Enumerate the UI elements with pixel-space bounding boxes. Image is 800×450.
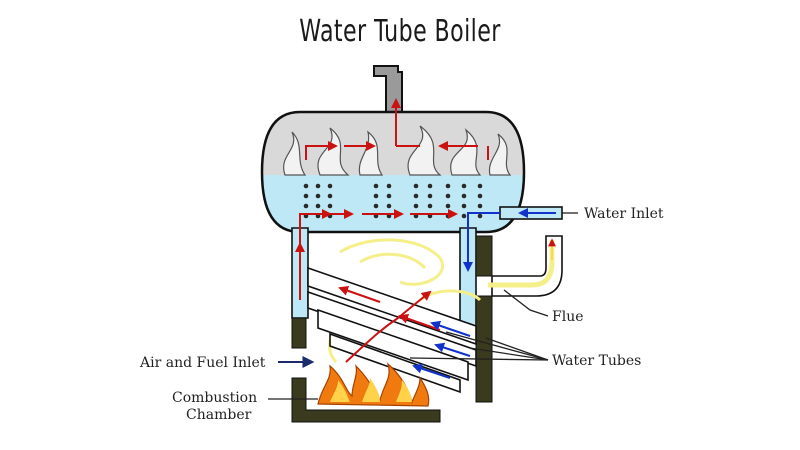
right-wall-upper <box>475 235 493 277</box>
hot-flow-arrows <box>295 98 489 363</box>
diagram-title: Water Tube Boiler <box>299 14 501 49</box>
leader-lines <box>268 212 578 400</box>
water-level <box>262 175 524 232</box>
air-fuel-inlet-label: Air and Fuel Inlet <box>139 355 266 371</box>
water-inlet-label: Water Inlet <box>584 206 664 222</box>
furnace-floor <box>291 377 441 423</box>
water-tube-3 <box>317 308 469 382</box>
water-tube-2 <box>307 290 477 368</box>
combustion-chamber-label-line1: Combustion <box>172 390 257 406</box>
cold-flow-arrows <box>412 212 500 379</box>
water-tubes-label: Water Tubes <box>552 353 641 369</box>
bubble-columns <box>303 183 483 219</box>
combustion-chamber-label-line2: Chamber <box>186 407 252 423</box>
furnace-walls <box>291 235 493 423</box>
steam-swirls <box>283 125 512 176</box>
flue-duct <box>488 235 563 297</box>
steam-drum <box>260 110 526 234</box>
flue-label: Flue <box>552 309 584 325</box>
water-inlet-pipe <box>499 206 563 220</box>
left-wall-stub <box>291 317 307 349</box>
flames <box>317 362 430 407</box>
